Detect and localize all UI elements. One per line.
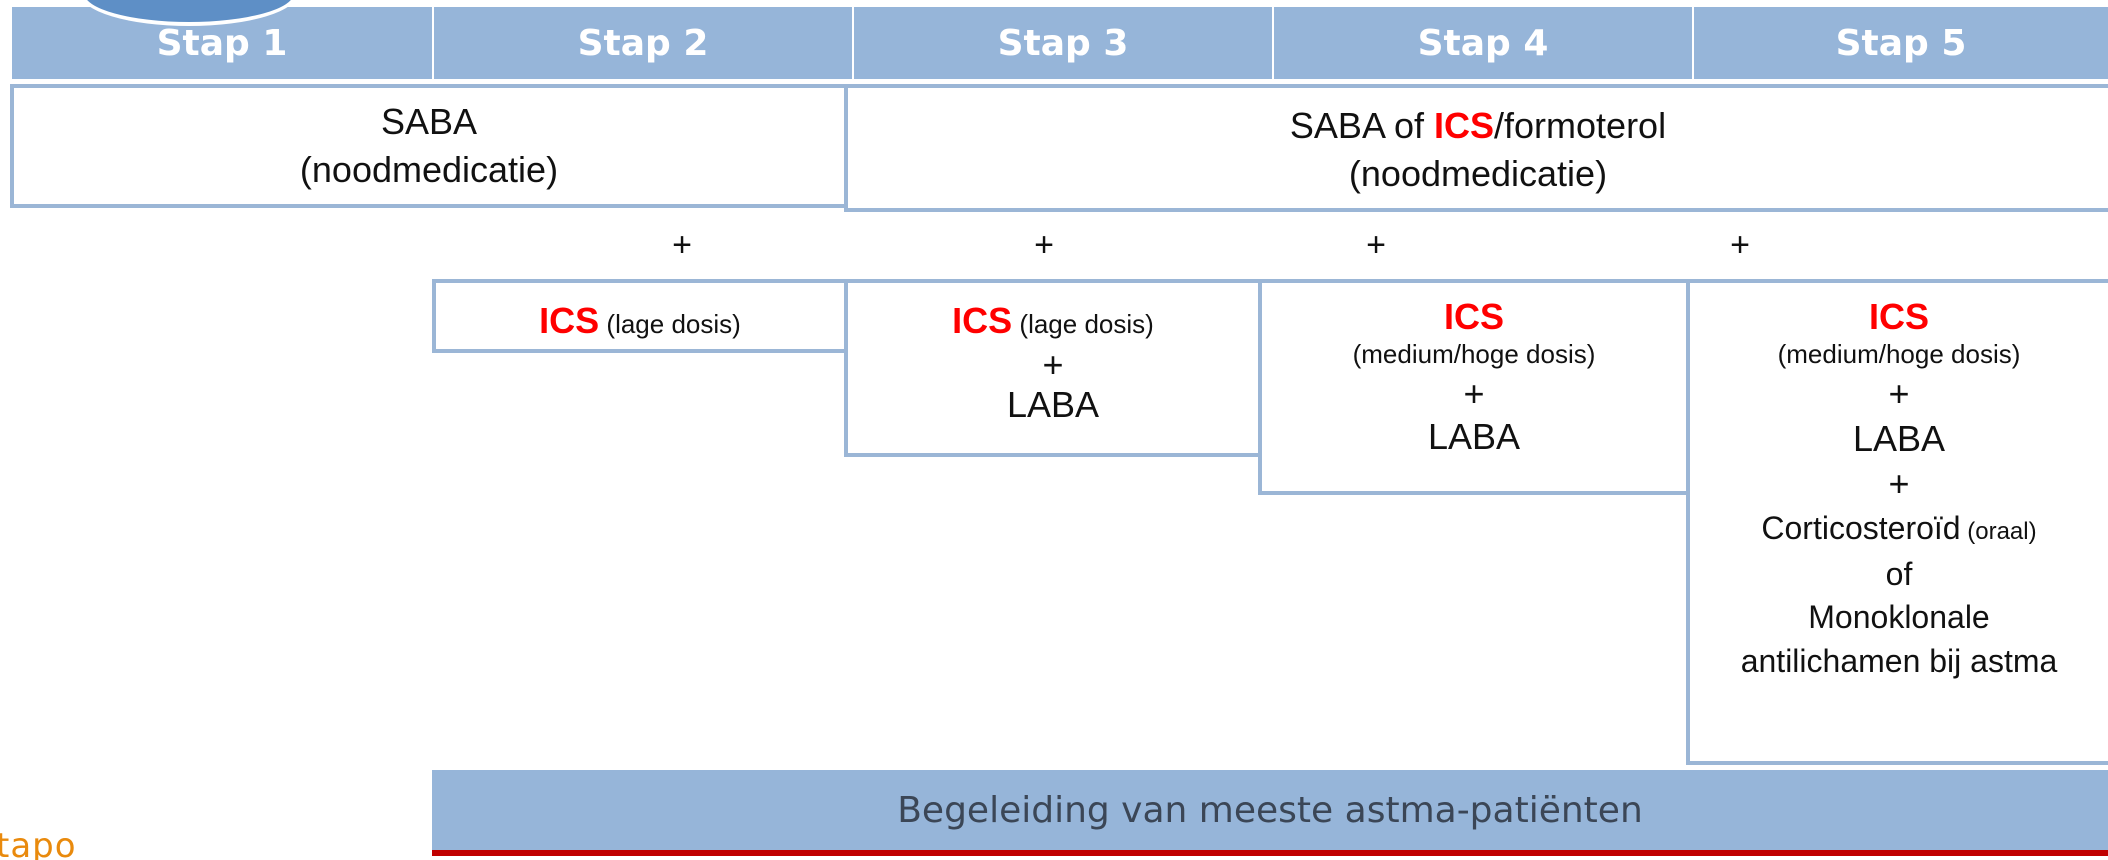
- controller-box-step2: ICS (lage dosis): [432, 279, 848, 353]
- step-header-3: Stap 3: [997, 22, 1129, 64]
- laba-label: LABA: [1427, 416, 1521, 457]
- dose-label: (medium/hoge dosis): [1352, 339, 1596, 369]
- reliever-note: (noodmedicatie): [1348, 153, 1608, 194]
- step-header-4: Stap 4: [1417, 22, 1549, 64]
- plus-sign: +: [1042, 344, 1064, 385]
- plus-sign: +: [1366, 226, 1386, 264]
- header-divider: [1692, 7, 1694, 79]
- step-header-2: Stap 2: [577, 22, 709, 64]
- dose-label: (medium/hoge dosis): [1777, 339, 2021, 369]
- corticosteroid-label: Corticosteroïd: [1761, 510, 1961, 546]
- controller-box-step4: ICS (medium/hoge dosis) + LABA: [1258, 279, 1690, 495]
- plus-sign: +: [672, 226, 692, 264]
- reliever-note: (noodmedicatie): [299, 149, 559, 190]
- logo-fragment: tapo: [0, 826, 77, 860]
- reliever-saba-ics-formoterol: SABA of ICS/formoterol: [848, 102, 2108, 150]
- laba-label: LABA: [1852, 418, 1946, 459]
- plus-sign: +: [1730, 226, 1750, 264]
- ics-label: ICS: [1434, 105, 1495, 146]
- reliever-box-step3-5: SABA of ICS/formoterol (noodmedicatie): [844, 84, 2108, 212]
- controller-box-step5: ICS (medium/hoge dosis) + LABA + Cortico…: [1686, 279, 2108, 765]
- corticosteroid-line: Corticosteroïd (oraal): [1690, 507, 2108, 553]
- dose-label: (lage dosis): [599, 309, 741, 339]
- step-header-1: Stap 1: [156, 22, 288, 64]
- reliever-suffix: /formoterol: [1494, 105, 1667, 146]
- ics-label: ICS: [952, 300, 1013, 341]
- monoclonal-label: Monoklonale: [1808, 599, 1990, 635]
- oral-note: (oraal): [1960, 518, 2037, 545]
- controller-box-step3: ICS (lage dosis) + LABA: [844, 279, 1262, 457]
- laba-label: LABA: [1006, 384, 1100, 425]
- plus-sign: +: [1888, 373, 1910, 414]
- header-divider: [432, 7, 434, 79]
- step-header-5: Stap 5: [1835, 22, 1967, 64]
- or-label: of: [1885, 556, 1913, 592]
- header-divider: [1272, 7, 1274, 79]
- ics-label: ICS: [1443, 296, 1504, 337]
- dose-label: (lage dosis): [1012, 309, 1154, 339]
- plus-sign: +: [1888, 463, 1910, 504]
- ics-label: ICS: [1868, 296, 1929, 337]
- reliever-saba: SABA: [380, 101, 478, 142]
- header-divider: [852, 7, 854, 79]
- footer-red-line: [432, 850, 2108, 856]
- footer-text: Begeleiding van meeste astma-patiënten: [897, 789, 1643, 831]
- plus-sign: +: [1463, 373, 1485, 414]
- step-header-row: Stap 1 Stap 2 Stap 3 Stap 4 Stap 5: [12, 7, 2108, 79]
- antibodies-label: antilichamen bij astma: [1740, 643, 2058, 679]
- plus-sign: +: [1034, 226, 1054, 264]
- ics-label: ICS: [539, 300, 600, 341]
- reliever-prefix: SABA of: [1289, 105, 1434, 146]
- reliever-box-step1: SABA (noodmedicatie): [10, 84, 848, 208]
- footer-banner: Begeleiding van meeste astma-patiënten: [432, 770, 2108, 850]
